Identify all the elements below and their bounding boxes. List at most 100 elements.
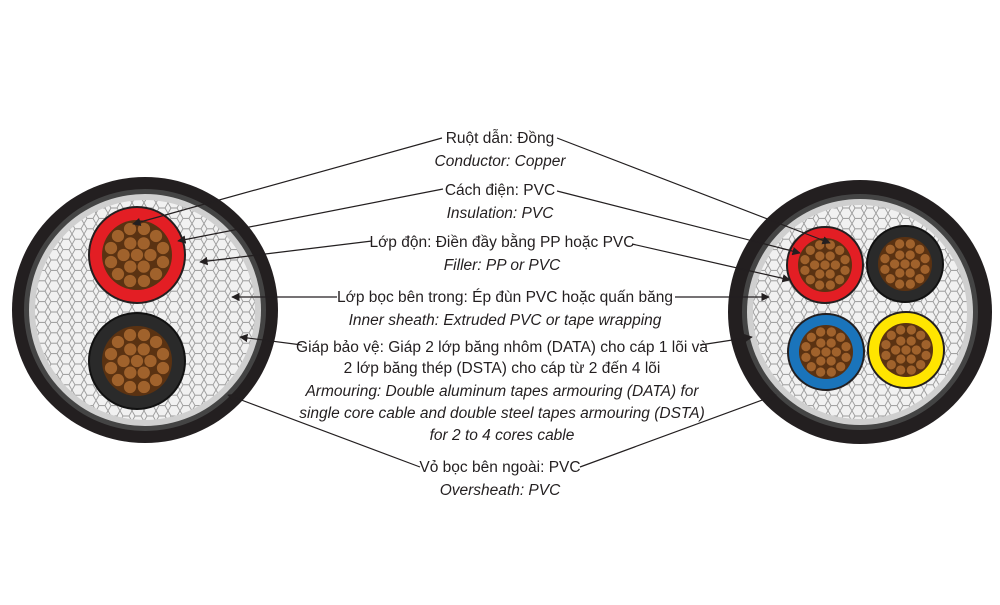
copper-strand xyxy=(905,353,917,365)
copper-strand xyxy=(884,243,896,255)
copper-strand xyxy=(800,351,812,363)
copper-strand xyxy=(129,353,145,369)
leader-oversheath-left xyxy=(227,393,421,468)
copper-strand xyxy=(148,228,164,244)
copper-strand xyxy=(155,346,171,362)
copper-strand xyxy=(830,346,842,358)
copper-strand xyxy=(899,258,911,270)
copper-strand xyxy=(809,259,821,271)
copper-strand xyxy=(915,329,927,341)
leader-insulation-right xyxy=(556,190,801,256)
copper-strand xyxy=(123,365,138,380)
copper-strand xyxy=(123,342,138,357)
label-filler-vi: Lớp độn: Điền đầy bằng PP hoặc PVC xyxy=(370,234,635,251)
copper-strand xyxy=(805,331,817,343)
copper-strand xyxy=(829,259,841,271)
label-inner-sheath-en: Inner sheath: Extruded PVC or tape wrapp… xyxy=(349,312,662,329)
copper-strand xyxy=(904,278,916,290)
copper-strand xyxy=(136,342,151,357)
copper-strand xyxy=(814,279,826,291)
copper-strand xyxy=(889,258,901,270)
right-cable-four-core xyxy=(728,180,992,444)
copper-strand xyxy=(894,278,906,290)
copper-strand xyxy=(895,324,907,336)
copper-strand xyxy=(136,365,151,380)
copper-strand xyxy=(909,258,921,270)
copper-strand xyxy=(155,254,171,270)
copper-strand xyxy=(894,249,906,261)
copper-strand xyxy=(910,344,922,356)
copper-strand xyxy=(815,326,827,338)
left-core-red-conductor xyxy=(102,220,172,290)
copper-strand xyxy=(905,324,917,336)
label-armour-en-1: Armouring: Double aluminum tapes armouri… xyxy=(304,383,699,400)
copper-strand xyxy=(835,331,847,343)
labels: Ruột dẫn: Đồng Conductor: Copper Cách đi… xyxy=(296,130,708,499)
copper-strand xyxy=(123,236,138,251)
copper-strand xyxy=(920,349,932,361)
right-core-red-conductor xyxy=(798,238,852,292)
copper-strand xyxy=(799,264,811,276)
leader-conductor-left xyxy=(132,137,443,227)
label-oversheath-vi: Vỏ bọc bên ngoài: PVC xyxy=(419,459,580,476)
right-core-blue-conductor xyxy=(799,325,853,379)
copper-strand xyxy=(914,273,926,285)
leader-armour-right xyxy=(699,333,753,346)
copper-strand xyxy=(825,366,837,378)
label-insulation-vi: Cách điện: PVC xyxy=(445,182,555,199)
right-filler xyxy=(753,205,967,419)
copper-strand xyxy=(884,273,896,285)
copper-strand xyxy=(894,238,906,250)
copper-strand xyxy=(815,355,827,367)
copper-strand xyxy=(834,274,846,286)
copper-strand xyxy=(110,228,126,244)
copper-strand xyxy=(900,344,912,356)
copper-strand xyxy=(885,329,897,341)
copper-strand xyxy=(879,263,891,275)
copper-strand xyxy=(840,351,852,363)
copper-strand xyxy=(122,327,138,343)
copper-strand xyxy=(103,254,119,270)
copper-strand xyxy=(103,240,119,256)
copper-strand xyxy=(129,247,145,263)
copper-strand xyxy=(835,361,847,373)
label-conductor-en: Conductor: Copper xyxy=(435,153,567,170)
copper-strand xyxy=(110,372,126,388)
copper-strand xyxy=(136,259,151,274)
copper-strand xyxy=(820,346,832,358)
copper-strand xyxy=(148,266,164,282)
copper-strand xyxy=(810,346,822,358)
copper-strand xyxy=(834,244,846,256)
left-core-black-conductor xyxy=(102,326,172,396)
copper-strand xyxy=(804,274,816,286)
copper-strand xyxy=(880,349,892,361)
copper-strand xyxy=(920,339,932,351)
copper-strand xyxy=(824,250,836,262)
copper-strand xyxy=(815,337,827,349)
right-core-black-conductor xyxy=(878,237,932,291)
label-armour-vi-1: Giáp bảo vệ: Giáp 2 lớp băng nhôm (DATA)… xyxy=(296,339,708,356)
copper-strand xyxy=(815,366,827,378)
copper-strand xyxy=(825,337,837,349)
copper-strand xyxy=(122,273,138,289)
copper-strand xyxy=(123,259,138,274)
label-inner-sheath-vi: Lớp bọc bên trong: Ép đùn PVC hoặc quấn … xyxy=(337,289,673,306)
copper-strand xyxy=(148,334,164,350)
label-armour-en-3: for 2 to 4 cores cable xyxy=(430,427,575,444)
copper-strand xyxy=(825,326,837,338)
leader-filler-right xyxy=(631,243,791,283)
copper-strand xyxy=(904,267,916,279)
copper-strand xyxy=(136,327,152,343)
copper-strand xyxy=(143,353,158,369)
right-core-yellow-conductor xyxy=(879,323,933,377)
copper-strand xyxy=(914,243,926,255)
copper-strand xyxy=(915,359,927,371)
copper-strand xyxy=(824,279,836,291)
copper-strand xyxy=(814,250,826,262)
copper-strand xyxy=(904,238,916,250)
copper-strand xyxy=(814,268,826,280)
copper-strand xyxy=(136,236,151,251)
copper-strand xyxy=(110,334,126,350)
